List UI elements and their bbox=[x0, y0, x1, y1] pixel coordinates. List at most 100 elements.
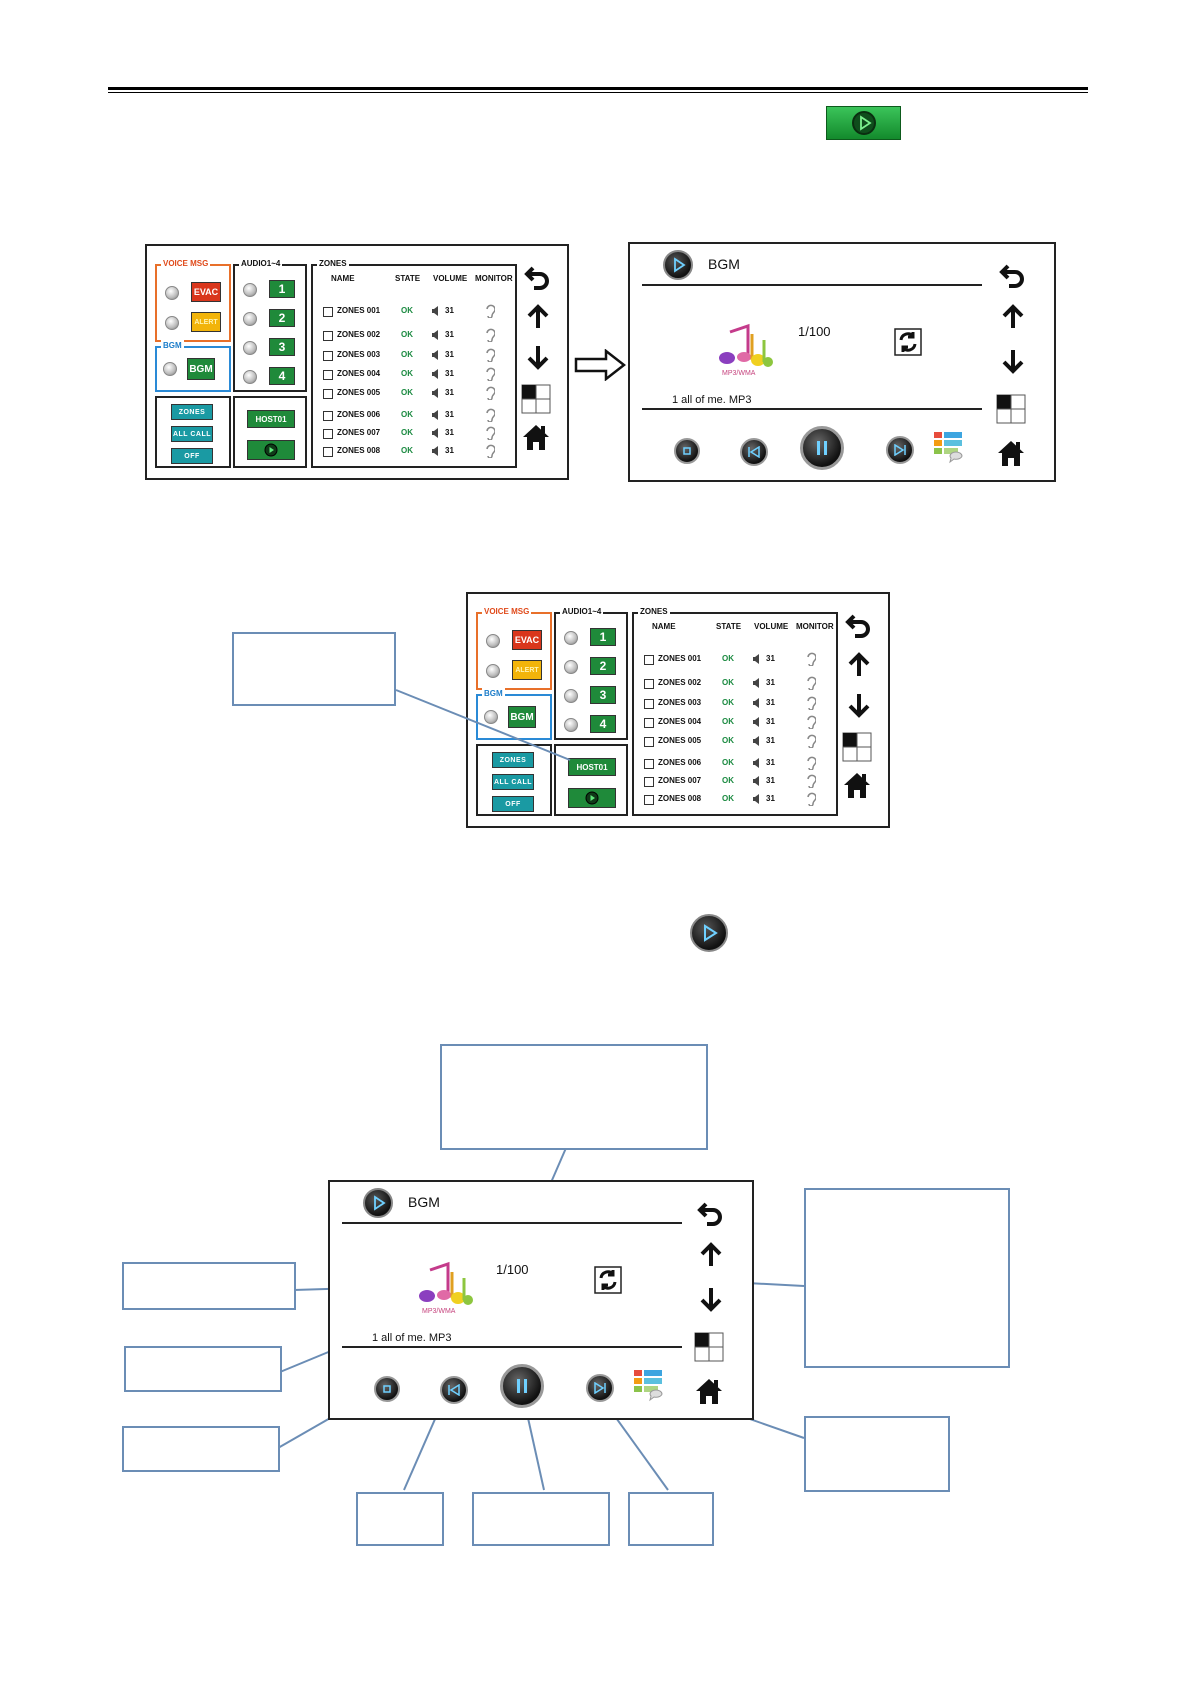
grid-layout-icon[interactable] bbox=[842, 732, 872, 762]
repeat-icon[interactable] bbox=[594, 1266, 622, 1294]
ear-monitor-icon[interactable] bbox=[485, 367, 495, 381]
all-call-button[interactable]: ALL CALL bbox=[171, 426, 213, 442]
grid-layout-icon[interactable] bbox=[521, 384, 551, 414]
speaker-icon[interactable] bbox=[752, 736, 762, 746]
bgm-button[interactable]: BGM bbox=[508, 706, 536, 728]
speaker-icon[interactable] bbox=[431, 428, 441, 438]
zone-checkbox[interactable] bbox=[323, 389, 333, 399]
speaker-icon[interactable] bbox=[752, 776, 762, 786]
zone-checkbox[interactable] bbox=[323, 331, 333, 341]
next-button[interactable] bbox=[586, 1374, 614, 1402]
ear-monitor-icon[interactable] bbox=[806, 696, 816, 710]
audio-4-button[interactable]: 4 bbox=[269, 367, 295, 385]
bgm-button[interactable]: BGM bbox=[187, 358, 215, 380]
speaker-icon[interactable] bbox=[431, 446, 441, 456]
arrow-up-icon[interactable] bbox=[523, 302, 553, 332]
grid-layout-icon[interactable] bbox=[996, 394, 1026, 424]
arrow-up-icon[interactable] bbox=[998, 302, 1028, 332]
home-icon[interactable] bbox=[842, 770, 872, 800]
ear-monitor-icon[interactable] bbox=[806, 652, 816, 666]
grid-layout-icon[interactable] bbox=[694, 1332, 724, 1362]
zone-checkbox[interactable] bbox=[644, 699, 654, 709]
previous-button[interactable] bbox=[740, 438, 768, 466]
evac-button[interactable]: EVAC bbox=[191, 282, 221, 302]
home-icon[interactable] bbox=[521, 422, 551, 452]
speaker-icon[interactable] bbox=[431, 350, 441, 360]
evac-button[interactable]: EVAC bbox=[512, 630, 542, 650]
home-icon[interactable] bbox=[996, 438, 1026, 468]
zone-checkbox[interactable] bbox=[323, 447, 333, 457]
ear-monitor-icon[interactable] bbox=[485, 426, 495, 440]
audio-3-button[interactable]: 3 bbox=[590, 686, 616, 704]
zones-button[interactable]: ZONES bbox=[171, 404, 213, 420]
speaker-icon[interactable] bbox=[431, 306, 441, 316]
zone-checkbox[interactable] bbox=[323, 411, 333, 421]
ear-monitor-icon[interactable] bbox=[485, 408, 495, 422]
green-play-button[interactable] bbox=[826, 106, 901, 140]
host-button[interactable]: HOST01 bbox=[568, 758, 616, 776]
previous-button[interactable] bbox=[440, 1376, 468, 1404]
zone-checkbox[interactable] bbox=[644, 759, 654, 769]
ear-monitor-icon[interactable] bbox=[806, 774, 816, 788]
ear-monitor-icon[interactable] bbox=[806, 734, 816, 748]
zone-checkbox[interactable] bbox=[644, 679, 654, 689]
speaker-icon[interactable] bbox=[752, 698, 762, 708]
audio-2-button[interactable]: 2 bbox=[590, 657, 616, 675]
undo-arrow-icon[interactable] bbox=[844, 610, 874, 640]
ear-monitor-icon[interactable] bbox=[806, 676, 816, 690]
zone-checkbox[interactable] bbox=[323, 429, 333, 439]
pause-button[interactable] bbox=[500, 1364, 544, 1408]
ear-monitor-icon[interactable] bbox=[806, 792, 816, 806]
speaker-icon[interactable] bbox=[752, 678, 762, 688]
playlist-icon[interactable] bbox=[632, 1368, 666, 1402]
playlist-icon[interactable] bbox=[932, 430, 966, 464]
speaker-icon[interactable] bbox=[431, 388, 441, 398]
audio-1-button[interactable]: 1 bbox=[269, 280, 295, 298]
undo-arrow-icon[interactable] bbox=[696, 1198, 726, 1228]
speaker-icon[interactable] bbox=[431, 410, 441, 420]
off-button[interactable]: OFF bbox=[492, 796, 534, 812]
zone-checkbox[interactable] bbox=[644, 795, 654, 805]
alert-button[interactable]: ALERT bbox=[512, 660, 542, 680]
stop-button[interactable] bbox=[674, 438, 700, 464]
undo-arrow-icon[interactable] bbox=[998, 260, 1028, 290]
pause-button[interactable] bbox=[800, 426, 844, 470]
speaker-icon[interactable] bbox=[752, 654, 762, 664]
ear-monitor-icon[interactable] bbox=[485, 348, 495, 362]
audio-3-button[interactable]: 3 bbox=[269, 338, 295, 356]
zone-checkbox[interactable] bbox=[323, 370, 333, 380]
zone-checkbox[interactable] bbox=[644, 655, 654, 665]
player-play-badge[interactable] bbox=[663, 250, 693, 280]
stop-button[interactable] bbox=[374, 1376, 400, 1402]
ear-monitor-icon[interactable] bbox=[485, 328, 495, 342]
next-button[interactable] bbox=[886, 436, 914, 464]
dark-play-button[interactable] bbox=[690, 914, 728, 952]
speaker-icon[interactable] bbox=[431, 330, 441, 340]
player-play-badge[interactable] bbox=[363, 1188, 393, 1218]
zone-checkbox[interactable] bbox=[323, 307, 333, 317]
arrow-up-icon[interactable] bbox=[844, 650, 874, 680]
host-button[interactable]: HOST01 bbox=[247, 410, 295, 428]
all-call-button[interactable]: ALL CALL bbox=[492, 774, 534, 790]
speaker-icon[interactable] bbox=[752, 758, 762, 768]
ear-monitor-icon[interactable] bbox=[806, 756, 816, 770]
audio-4-button[interactable]: 4 bbox=[590, 715, 616, 733]
audio-1-button[interactable]: 1 bbox=[590, 628, 616, 646]
host-play-button[interactable] bbox=[568, 788, 616, 808]
zone-checkbox[interactable] bbox=[323, 351, 333, 361]
arrow-down-icon[interactable] bbox=[844, 690, 874, 720]
arrow-down-icon[interactable] bbox=[998, 346, 1028, 376]
ear-monitor-icon[interactable] bbox=[485, 444, 495, 458]
undo-arrow-icon[interactable] bbox=[523, 262, 553, 292]
host-play-button[interactable] bbox=[247, 440, 295, 460]
audio-2-button[interactable]: 2 bbox=[269, 309, 295, 327]
speaker-icon[interactable] bbox=[431, 369, 441, 379]
ear-monitor-icon[interactable] bbox=[485, 386, 495, 400]
zones-button[interactable]: ZONES bbox=[492, 752, 534, 768]
ear-monitor-icon[interactable] bbox=[806, 715, 816, 729]
speaker-icon[interactable] bbox=[752, 717, 762, 727]
home-icon[interactable] bbox=[694, 1376, 724, 1406]
arrow-up-icon[interactable] bbox=[696, 1240, 726, 1270]
ear-monitor-icon[interactable] bbox=[485, 304, 495, 318]
zone-checkbox[interactable] bbox=[644, 737, 654, 747]
